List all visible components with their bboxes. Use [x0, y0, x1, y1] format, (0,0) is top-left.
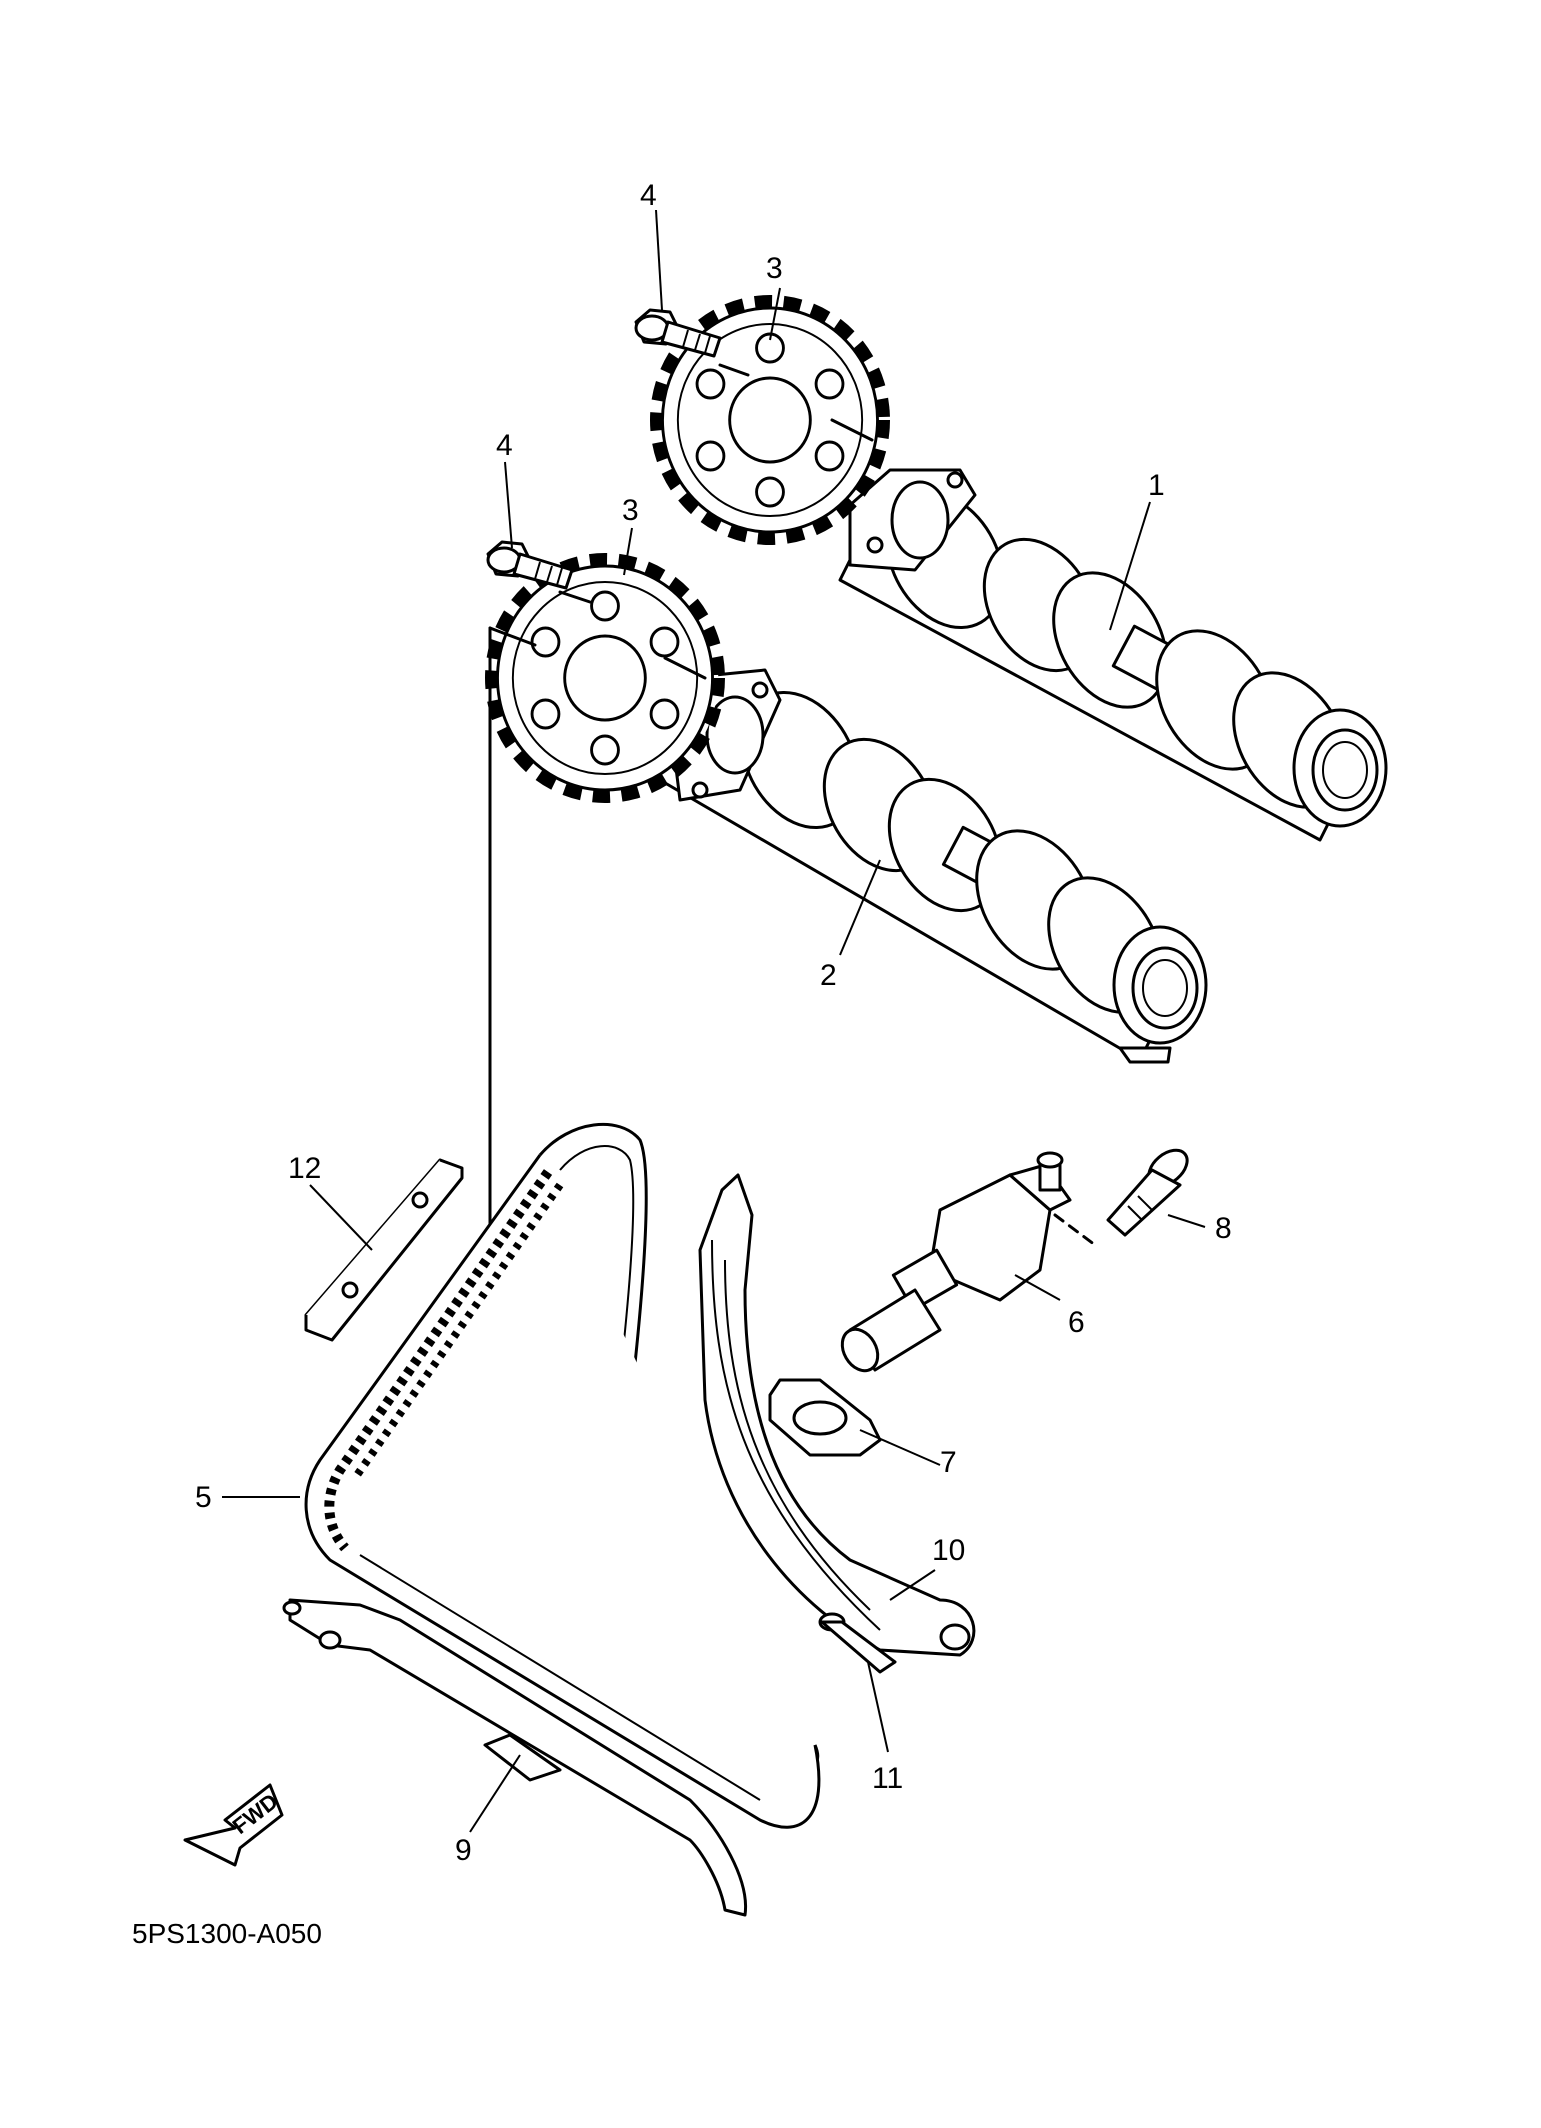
camshaft-1 — [838, 468, 1388, 842]
leader-dash-upper-b — [830, 418, 874, 442]
callout-labels: 1 2 3 3 4 4 5 6 7 8 9 10 11 12 — [195, 179, 1232, 1867]
leader-dash-upper — [718, 363, 750, 377]
callout-7: 7 — [940, 1446, 957, 1479]
callout-2: 2 — [820, 959, 837, 992]
callout-8: 8 — [1215, 1212, 1232, 1245]
diagram-code: 5PS1300-A050 — [132, 1918, 322, 1949]
chain-guide-10 — [698, 1173, 976, 1657]
cam-sprocket-lower — [492, 560, 719, 796]
callout-4-lower: 4 — [496, 429, 513, 462]
callout-5: 5 — [195, 1481, 212, 1514]
callout-10: 10 — [932, 1534, 965, 1567]
camshaft-2 — [658, 668, 1208, 1064]
pin-11 — [818, 1612, 897, 1674]
callout-1: 1 — [1148, 469, 1165, 502]
chain-tensioner-6 — [840, 1151, 1097, 1373]
callout-4-upper: 4 — [640, 179, 657, 212]
callout-11: 11 — [872, 1762, 903, 1795]
gasket-7 — [768, 1378, 882, 1457]
leader-dash-lower-b — [663, 656, 707, 680]
callout-3-upper: 3 — [766, 252, 783, 285]
callout-3-lower: 3 — [622, 494, 639, 527]
cam-chain-5 — [304, 1122, 821, 1829]
leader-dash-lower — [558, 590, 592, 604]
fwd-arrow-icon: FWD — [183, 1783, 284, 1867]
chain-guide-9 — [282, 1598, 748, 1917]
bolt-lower — [486, 540, 574, 590]
bolt-8 — [1106, 1148, 1189, 1237]
assembly-line-top — [488, 626, 537, 647]
callout-12: 12 — [288, 1152, 321, 1185]
callout-6: 6 — [1068, 1306, 1085, 1339]
callout-9: 9 — [455, 1834, 472, 1867]
leader-lines — [222, 209, 1206, 1833]
chain-guide-12 — [304, 1158, 464, 1342]
